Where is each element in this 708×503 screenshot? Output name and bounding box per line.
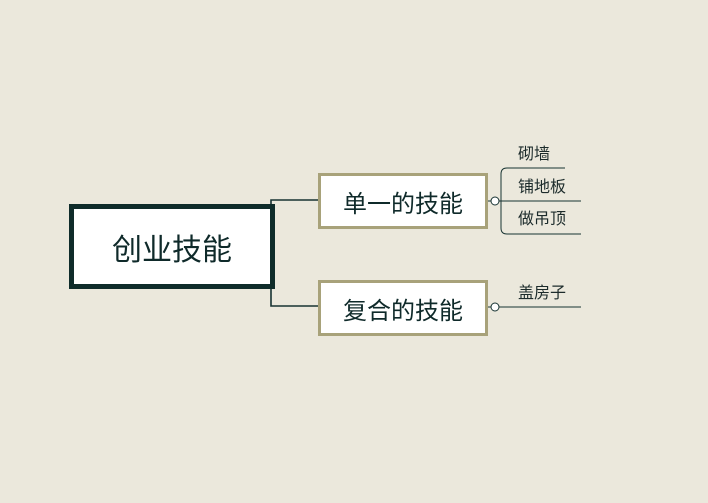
branch-topic-compound-skill[interactable]: 复合的技能 [318, 280, 488, 336]
branch-1-collapse-handle[interactable] [490, 196, 500, 206]
branch-2-collapse-handle[interactable] [490, 302, 500, 312]
subtopic-house-building[interactable]: 盖房子 [518, 283, 567, 302]
branch-topic-label: 单一的技能 [343, 189, 463, 218]
branch-topic-single-skill[interactable]: 单一的技能 [318, 173, 488, 229]
root-to-branch-2-connector [270, 289, 318, 307]
subtopic-ceiling[interactable]: 做吊顶 [518, 209, 567, 228]
subtopic-bricklaying[interactable]: 砌墙 [518, 144, 551, 163]
subtopic-flooring[interactable]: 铺地板 [518, 177, 567, 196]
root-topic[interactable]: 创业技能 [69, 204, 275, 289]
root-to-branch-1-connector [270, 199, 318, 204]
branch-topic-label: 复合的技能 [343, 296, 463, 325]
root-topic-label: 创业技能 [112, 232, 232, 268]
branch-1-leaf-bracket [499, 167, 581, 235]
